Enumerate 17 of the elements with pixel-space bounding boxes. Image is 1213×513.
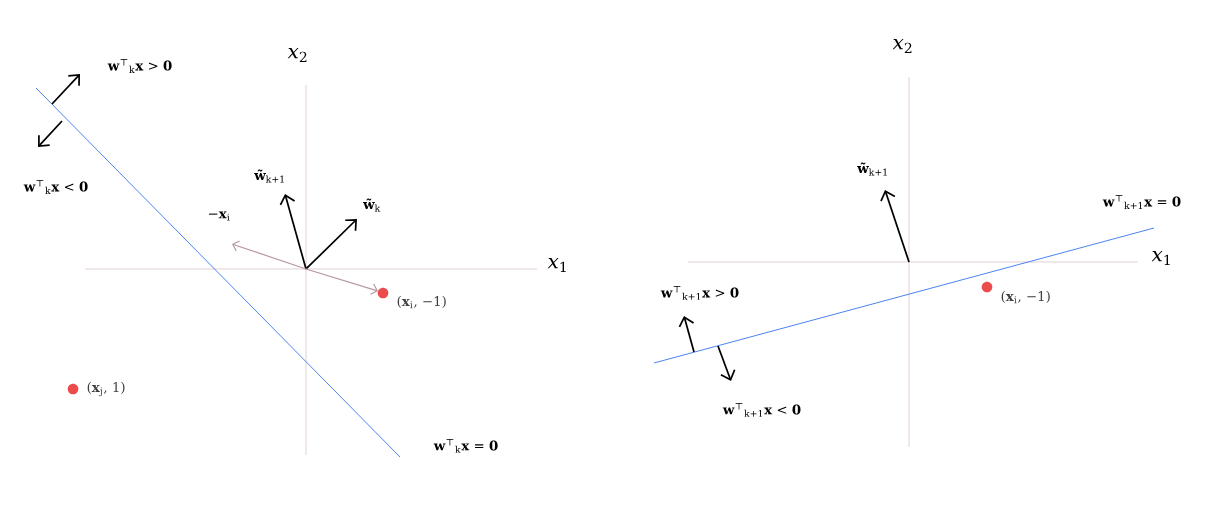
math-label: w$^{⊤}$$_{k+1}$x = 0 [1102, 195, 1181, 209]
axis-label: x$_{1}$ [547, 257, 566, 273]
math-label: −x$_{i}$ [209, 211, 230, 221]
point-label: (x$_{j}$, 1) [87, 381, 125, 397]
math-label: w$^{⊤}$$_{k+1}$x > 0 [660, 286, 739, 300]
axis-label: x$_{1}$ [1151, 250, 1170, 266]
math-label: w̃$_{k+1}$ [857, 162, 887, 176]
axis-label: x$_{2}$ [287, 47, 307, 63]
axis-label: x$_{2}$ [892, 38, 912, 54]
math-label: w$^{⊤}$$_{k}$x = 0 [433, 439, 498, 453]
point-label: (x$_{i}$, −1) [397, 295, 446, 309]
math-label: w̃$_{k}$ [363, 198, 381, 212]
math-label: w$^{⊤}$$_{k}$x > 0 [107, 59, 172, 73]
math-label: w$^{⊤}$$_{k+1}$x < 0 [722, 403, 801, 417]
math-label: w$^{⊤}$$_{k}$x < 0 [23, 180, 88, 194]
point-label: (x$_{i}$, −1) [1001, 290, 1050, 304]
math-label: w̃$_{k+1}$ [254, 169, 284, 183]
